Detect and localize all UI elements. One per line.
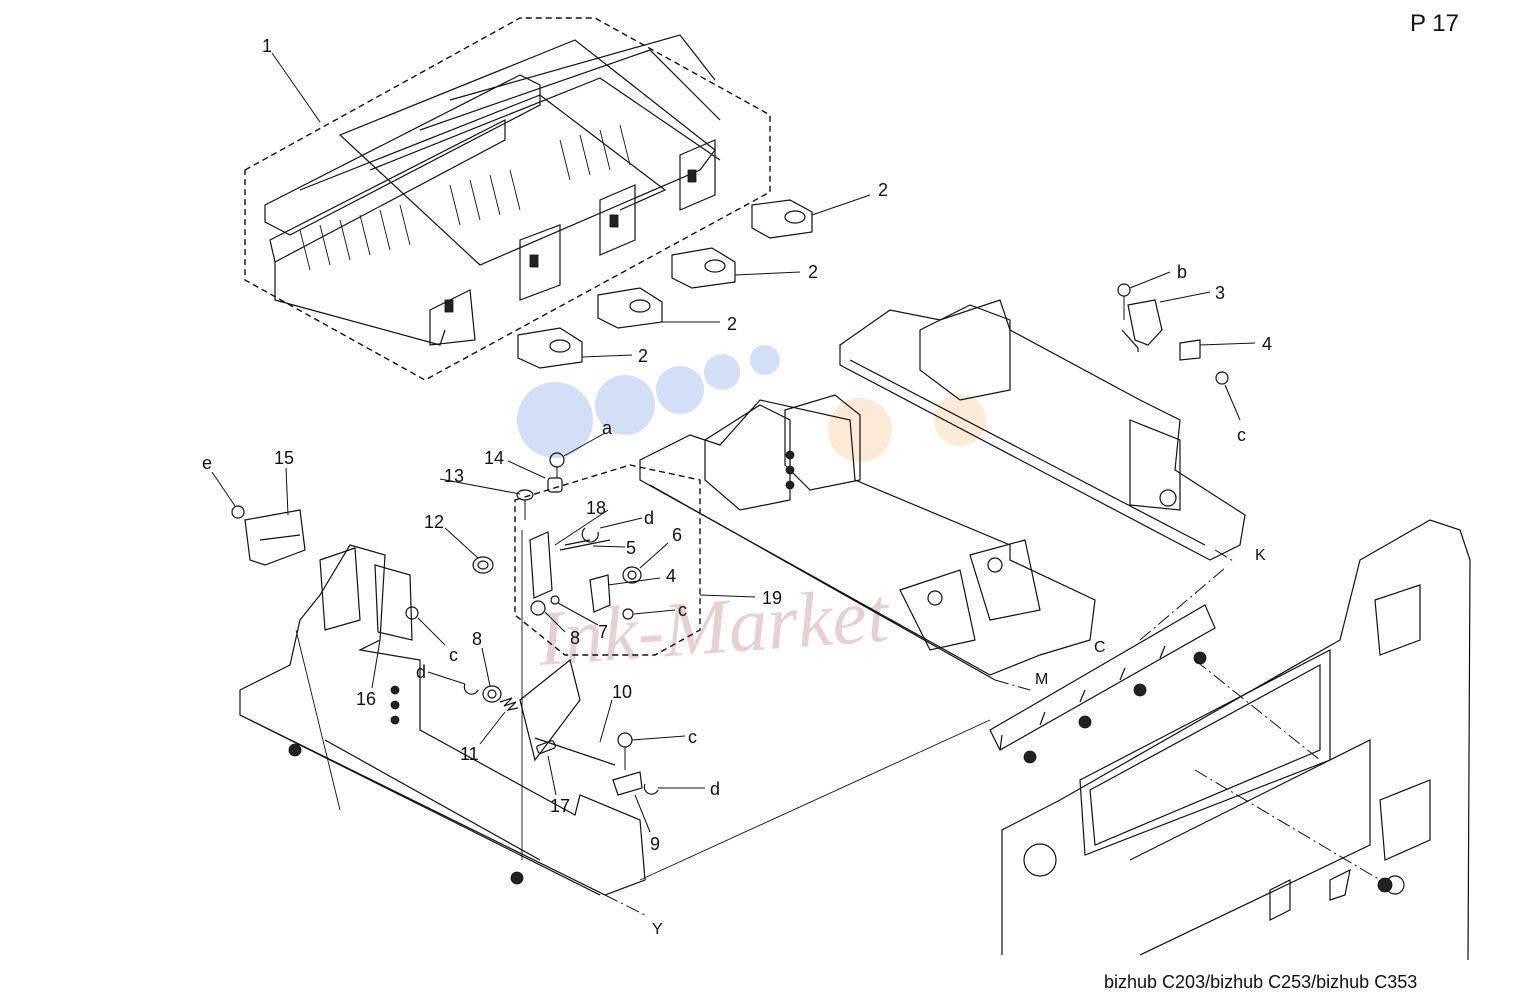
part-8-gear (482, 685, 502, 703)
clip-d-lower (643, 783, 659, 795)
callout-2-d: 2 (638, 346, 648, 366)
callout-10: 10 (612, 682, 632, 702)
screw-a (549, 452, 565, 478)
bracket-c-screws (1023, 651, 1207, 764)
callout-d-lower: d (710, 779, 720, 799)
part-12-ring (472, 556, 494, 574)
callout-9: 9 (650, 834, 660, 854)
callout-8-lower: 8 (472, 629, 482, 649)
watermark-text: Ink-Market (534, 571, 893, 682)
callout-5: 5 (626, 538, 636, 558)
screw-b (1117, 283, 1131, 320)
part-4-sensor-upper (1179, 339, 1201, 361)
part-1-toner-hoppers (244, 17, 771, 381)
callout-15: 15 (274, 448, 294, 468)
callout-4-lower: 4 (666, 566, 676, 586)
part-17-pin (536, 740, 556, 754)
callout-c-middle: c (678, 600, 687, 620)
part-14-collar (547, 477, 563, 493)
callout-12: 12 (424, 512, 444, 532)
callout-17: 17 (550, 796, 570, 816)
callout-18: 18 (586, 498, 606, 518)
callout-e: e (202, 453, 212, 473)
callout-16: 16 (356, 689, 376, 709)
callout-c-lower: c (688, 727, 697, 747)
frame-y (239, 544, 646, 896)
callout-7: 7 (598, 622, 608, 642)
frame-y-holes (288, 685, 524, 885)
screw-c-upper (1215, 371, 1229, 385)
frame-m-holes (785, 450, 795, 490)
callout-2-b: 2 (808, 262, 818, 282)
bracket-c (989, 604, 1216, 751)
part-11-spring (499, 697, 519, 711)
callout-3: 3 (1215, 283, 1225, 303)
callout-2-a: 2 (878, 180, 888, 200)
callout-13: 13 (444, 466, 464, 486)
model-footer: bizhub C203/bizhub C253/bizhub C353 (1104, 972, 1418, 992)
callout-a: a (602, 418, 613, 438)
frame-m (639, 394, 1096, 681)
part-6-ring (622, 566, 642, 584)
callout-d-upper: d (644, 508, 654, 528)
screw-c-left (405, 606, 419, 620)
callout-1: 1 (262, 36, 272, 56)
watermark-logo (517, 345, 986, 462)
part-9-bracket (612, 771, 643, 796)
label-Y: Y (652, 921, 663, 938)
callout-2-c: 2 (727, 314, 737, 334)
callout-8-upper: 8 (570, 628, 580, 648)
callout-b: b (1177, 262, 1187, 282)
clip-d-upper (581, 527, 599, 543)
clip-d-left (463, 683, 479, 695)
screw-c-lower (617, 732, 633, 770)
callout-19: 19 (762, 588, 782, 608)
label-M: M (1035, 671, 1048, 688)
screw-e (231, 505, 245, 519)
label-C: C (1094, 639, 1106, 656)
part-15-bracket (244, 509, 306, 566)
frame-k (839, 299, 1246, 561)
pin-5 (564, 539, 591, 546)
callout-c-upper: c (1237, 425, 1246, 445)
part-2-clamps (517, 199, 813, 369)
page-number: P 17 (1410, 10, 1459, 37)
callout-14: 14 (484, 448, 504, 468)
part-3-bracket (1121, 299, 1163, 352)
callout-c-left: c (449, 645, 458, 665)
main-frame-screw (1377, 877, 1393, 893)
label-K: K (1255, 547, 1266, 564)
main-frame-panel (1001, 519, 1471, 961)
callout-6: 6 (672, 525, 682, 545)
callout-4-upper: 4 (1262, 334, 1272, 354)
callout-d-left: d (416, 662, 426, 682)
callout-11: 11 (460, 744, 479, 764)
part-16-plate (374, 564, 413, 641)
part-13-pin (516, 489, 534, 520)
part-19-subassembly (514, 464, 701, 656)
